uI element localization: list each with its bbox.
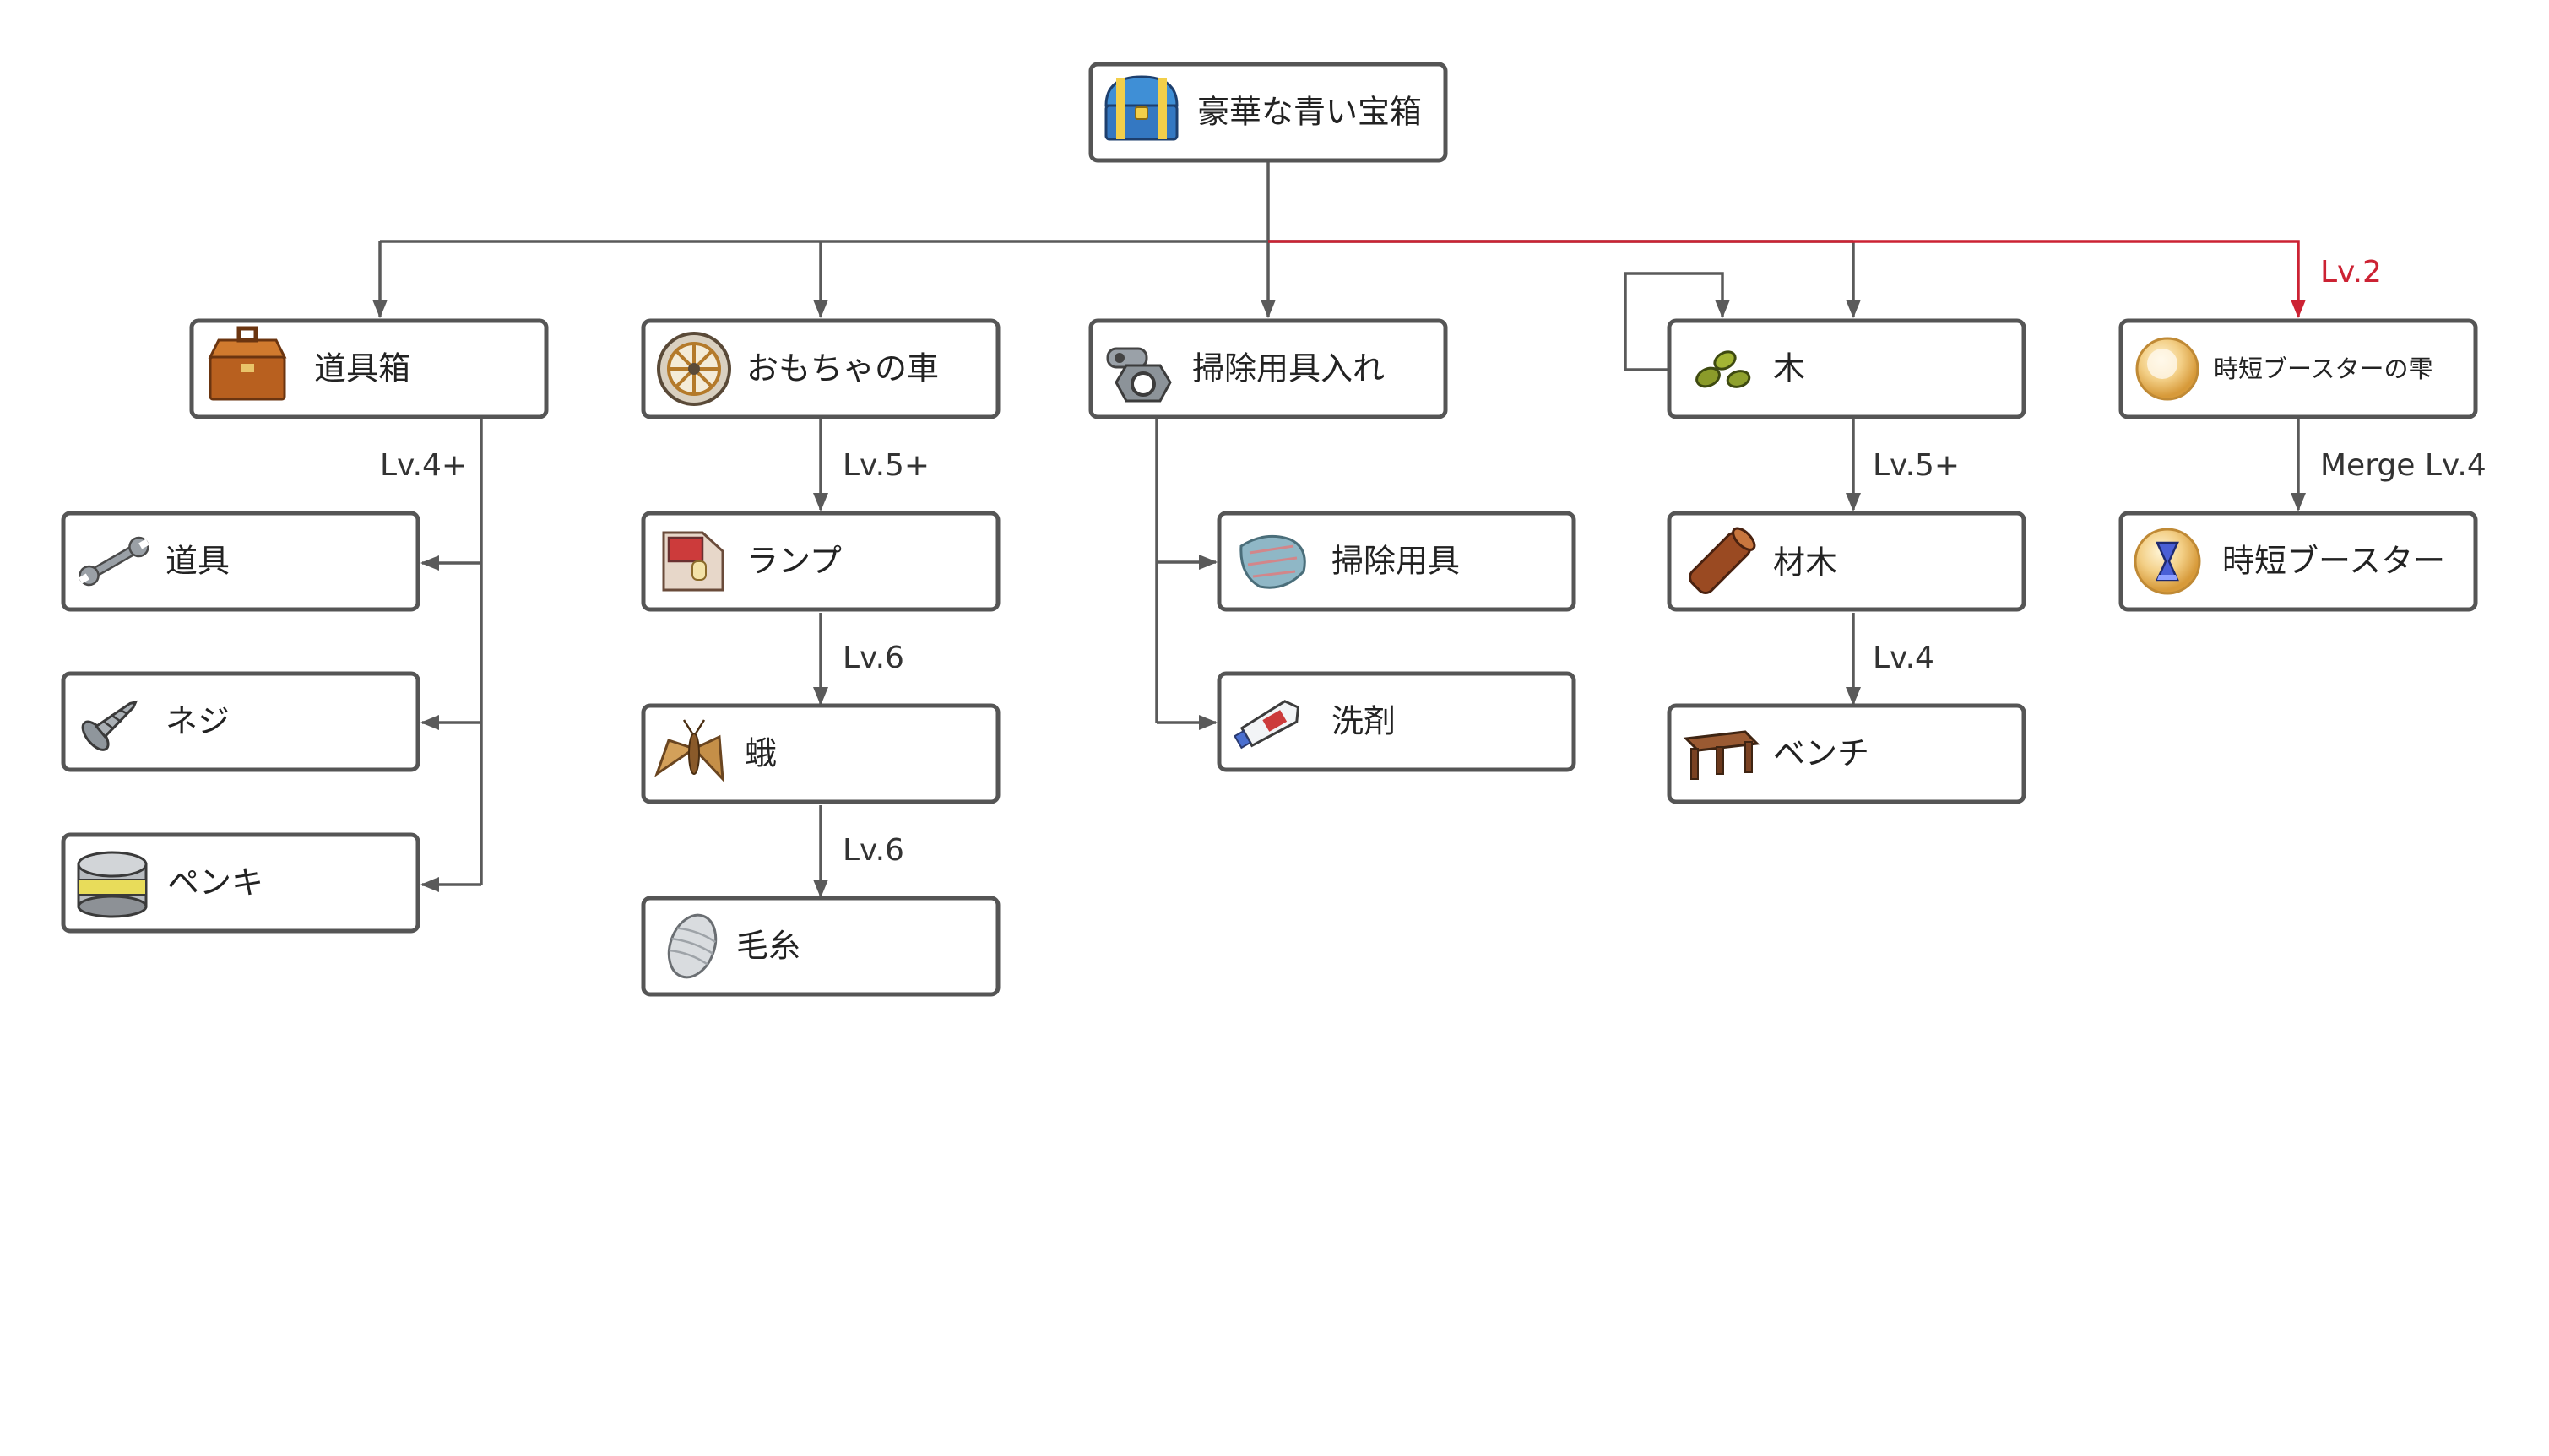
node-root-label: 豪華な青い宝箱 (1197, 94, 1422, 131)
node-toycar[interactable]: おもちゃの車 (641, 318, 1001, 419)
node-cleaning-box-label: 掃除用具入れ (1192, 350, 1385, 387)
node-wood[interactable]: 木 (1667, 318, 2026, 419)
node-cleaning-box[interactable]: 掃除用具入れ (1088, 318, 1448, 419)
blue-treasure-chest-icon (1104, 75, 1179, 141)
node-screw-label: ネジ (165, 703, 230, 740)
edge-labels: Lv.4+ Lv.5+ Lv.6 Lv.6 Lv.5+ Lv.4 Lv.2 Me… (380, 255, 2487, 868)
node-lumber-label: 材木 (1773, 544, 1837, 582)
seeds-icon (1695, 350, 1751, 388)
node-yarn-label: 毛糸 (736, 928, 800, 965)
golden-drop-icon (2135, 337, 2199, 401)
node-lumber[interactable]: 材木 (1667, 511, 2026, 612)
toolbox-icon (208, 326, 287, 401)
node-detergent-label: 洗剤 (1331, 703, 1396, 740)
node-moth-label: 蛾 (745, 735, 777, 772)
node-bench-label: ベンチ (1773, 735, 1869, 772)
edge-root-to-booster-drop (1268, 240, 2306, 318)
bench-icon (1683, 730, 1760, 780)
cleaning-box-icon (1106, 347, 1172, 403)
lamp-icon (662, 531, 724, 592)
edge-wood-self-loop (1624, 272, 1730, 371)
node-booster-drop-label: 時短ブースターの雫 (2214, 355, 2433, 383)
node-wood-label: 木 (1773, 350, 1805, 387)
log-icon (1689, 527, 1756, 594)
edge-label-booster-drop-to-booster: Merge Lv.4 (2320, 448, 2487, 483)
screw-icon (81, 700, 138, 751)
toy-wheel-icon (657, 332, 731, 406)
node-booster-drop[interactable]: 時短ブースターの雫 (2118, 318, 2478, 419)
cloth-icon (1239, 534, 1306, 589)
node-tool[interactable]: 道具 (61, 511, 420, 612)
edge-label-wood-to-lumber: Lv.5+ (1873, 448, 1960, 483)
cocoon-icon (667, 913, 718, 979)
edge-label-toycar-to-lamp: Lv.5+ (843, 448, 930, 483)
node-paint[interactable]: ペンキ (61, 832, 420, 934)
edge-label-toolbox-children: Lv.4+ (380, 448, 467, 483)
moth-icon (654, 719, 724, 783)
edge-label-root-to-booster-drop: Lv.2 (2320, 255, 2382, 290)
node-root[interactable]: 豪華な青い宝箱 (1088, 62, 1448, 163)
node-screw[interactable]: ネジ (61, 671, 420, 772)
edge-label-lumber-to-bench: Lv.4 (1873, 641, 1934, 675)
node-tool-label: 道具 (165, 543, 230, 580)
edges (372, 162, 2306, 898)
node-detergent[interactable]: 洗剤 (1217, 671, 1576, 772)
node-paint-label: ペンキ (167, 864, 263, 901)
hourglass-icon (2134, 528, 2201, 595)
edge-label-lamp-to-moth: Lv.6 (843, 641, 904, 675)
node-booster[interactable]: 時短ブースター (2118, 511, 2478, 612)
node-cleaning-tool-label: 掃除用具 (1331, 543, 1460, 580)
node-booster-label: 時短ブースター (2222, 543, 2445, 580)
node-cleaning-tool[interactable]: 掃除用具 (1217, 511, 1576, 612)
node-yarn[interactable]: 毛糸 (641, 896, 1001, 997)
node-toolbox[interactable]: 道具箱 (189, 318, 549, 419)
node-toolbox-label: 道具箱 (314, 350, 410, 387)
node-moth[interactable]: 蛾 (641, 703, 1001, 804)
toothpaste-icon (1234, 700, 1300, 750)
node-lamp[interactable]: ランプ (641, 511, 1001, 612)
node-toycar-label: おもちゃの車 (746, 350, 939, 387)
node-bench[interactable]: ベンチ (1667, 703, 2026, 804)
paint-can-icon (77, 851, 148, 918)
node-lamp-label: ランプ (746, 543, 842, 580)
wrench-icon (79, 536, 149, 587)
edge-label-moth-to-yarn: Lv.6 (843, 833, 904, 868)
